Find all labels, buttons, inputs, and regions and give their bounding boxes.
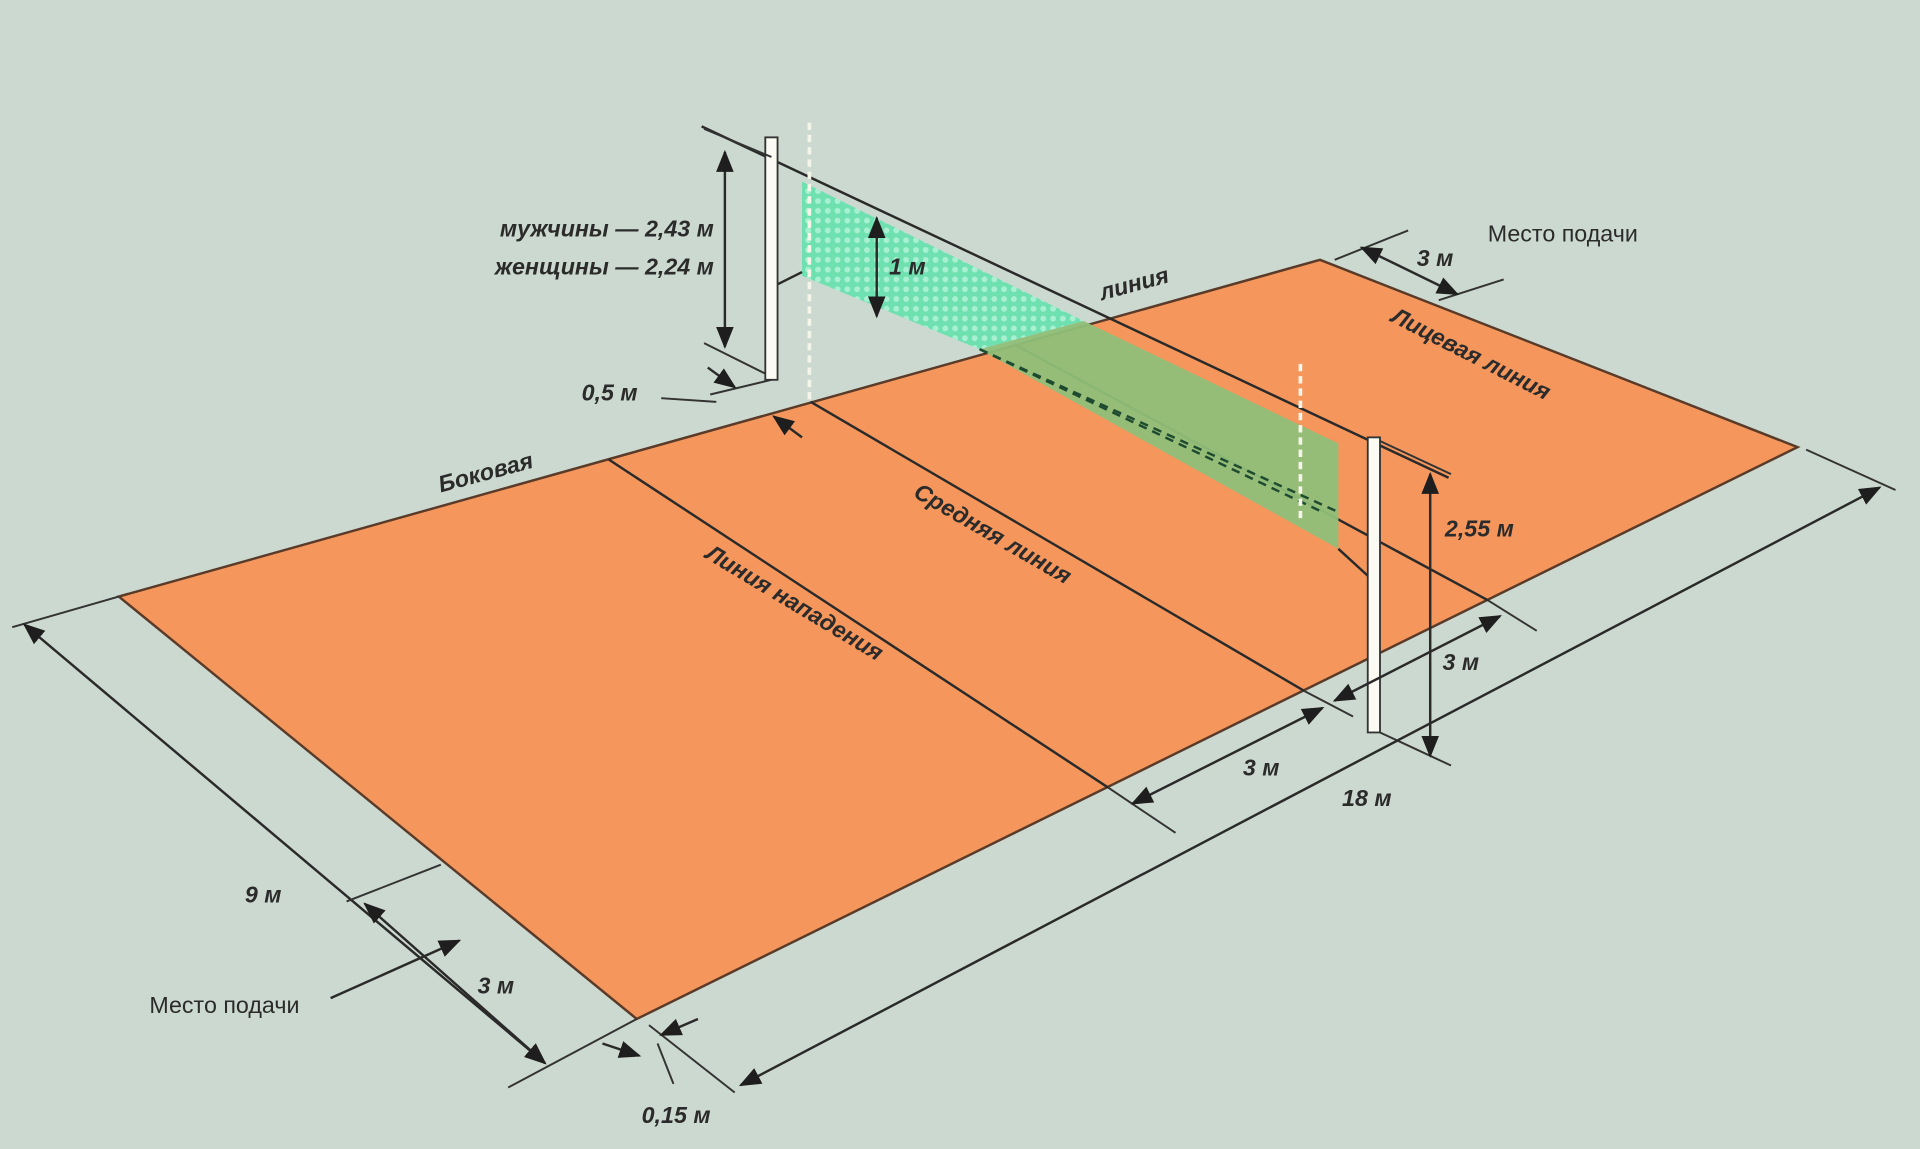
dimension-service-top [1334, 229, 1504, 302]
service-zone-bottom-label: Место подачи [149, 992, 299, 1018]
dimension-attack-zone-right [1332, 599, 1538, 702]
net-pole-right [1366, 436, 1381, 734]
court-surface [116, 258, 1801, 1021]
men-net-height-label: мужчины — 2,43 м [500, 216, 714, 242]
dimension-net-height [703, 127, 772, 375]
dimension-pole-offset [661, 366, 803, 439]
net-stay-left [777, 270, 803, 286]
width-label: 9 м [245, 882, 282, 908]
net-projection-line [979, 348, 1339, 514]
dimension-service-bottom [330, 863, 547, 1065]
line-word-label: линия [1096, 262, 1172, 306]
net-mesh [802, 181, 1084, 350]
dimension-line-width [602, 1017, 699, 1085]
service-3m-bottom-label: 3 м [478, 972, 515, 998]
antenna-height-label: 2,55 м [1444, 516, 1514, 542]
women-net-height-label: женщины — 2,24 м [493, 253, 714, 279]
service-3m-top-label: 3 м [1417, 245, 1454, 271]
dimension-attack-zone-bottom [1107, 689, 1354, 834]
service-zone-top-label: Место подачи [1488, 220, 1638, 246]
length-label: 18 м [1342, 785, 1392, 811]
line-width-label: 0,15 м [642, 1102, 711, 1128]
net-top-cable [701, 125, 1450, 479]
pole-offset-label: 0,5 м [582, 380, 638, 406]
net-width-label: 1 м [889, 253, 926, 279]
attack-zone-right-label: 3 м [1442, 649, 1479, 675]
attack-zone-bottom-label: 3 м [1243, 754, 1280, 780]
net-pole-left [764, 136, 779, 381]
